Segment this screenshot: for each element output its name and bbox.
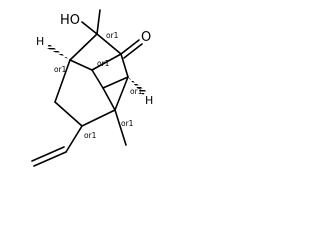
stereo-label-center: or1 [97, 59, 110, 68]
bond-c1-methyl [96, 9, 101, 35]
bond-c3-c4 [120, 53, 129, 78]
bond-c1-c3 [96, 33, 122, 55]
stereo-label-c4: or1 [130, 87, 143, 96]
molecule-structure: H H HO O or1 or1 or1 or1 or1 or1 [31, 9, 153, 167]
bond-c8-vinyl [65, 125, 83, 153]
stereo-hydrogens: H H [36, 35, 153, 107]
bond-c1-c2 [69, 33, 98, 61]
bond-c8-c6 [81, 109, 116, 127]
bond-c7-c8 [54, 101, 83, 127]
bond-c4-o-b [123, 43, 143, 59]
hydrogen-label-left: H [36, 35, 44, 48]
stereo-descriptors: or1 or1 or1 or1 or1 or1 [54, 31, 143, 140]
stereo-label-c2: or1 [54, 65, 67, 74]
bond-c5-c4 [102, 76, 129, 89]
stereo-label-c8: or1 [84, 131, 97, 140]
hydroxyl-label: HO [60, 13, 80, 28]
bond-c6-methyl [114, 109, 127, 146]
wedge-h-right [128, 77, 146, 95]
bond-c2-center [69, 59, 93, 71]
bond-vinyl-double-b [31, 146, 65, 162]
bond-center-c5 [91, 69, 104, 89]
bond-c1-oh [81, 21, 98, 35]
hydrogen-label-right: H [145, 94, 153, 107]
bond-c2-c7 [54, 59, 71, 103]
oxygen-label: O [141, 30, 151, 45]
stereo-label-c6: or1 [121, 119, 134, 128]
stereo-label-c1: or1 [106, 31, 119, 40]
bond-skeleton [31, 9, 143, 167]
bond-c4-o-a [120, 39, 140, 55]
wedge-h-left [47, 44, 70, 60]
bond-center-c3 [91, 53, 122, 71]
bond-c5-c6 [102, 87, 116, 111]
bond-vinyl-double-a [33, 151, 67, 167]
bond-c4-c6 [114, 76, 129, 111]
